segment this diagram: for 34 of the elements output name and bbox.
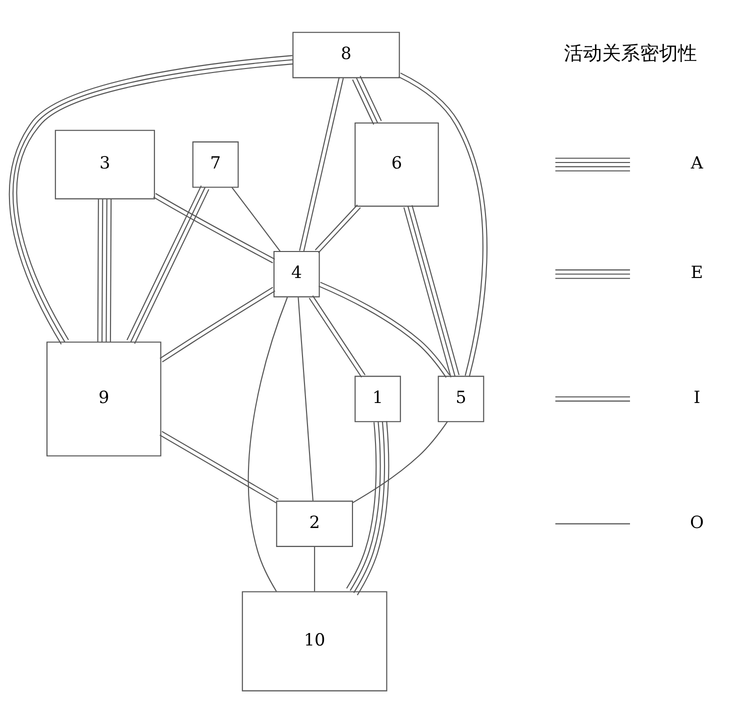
connector: [160, 286, 276, 362]
connector: [299, 76, 344, 252]
node-box: 1: [354, 375, 401, 422]
node-box: 9: [46, 341, 162, 456]
node-box: 10: [242, 590, 388, 691]
legend-label: I: [694, 386, 700, 406]
connector: [314, 546, 316, 591]
connector: [398, 72, 488, 376]
connector: [248, 296, 288, 592]
node-box: 6: [354, 122, 439, 206]
connector: [314, 204, 361, 253]
connector: [126, 184, 210, 344]
node-box: 7: [192, 140, 239, 188]
connector: [403, 204, 460, 377]
legend-label: O: [690, 511, 704, 532]
connector: [160, 430, 279, 503]
node-box: 2: [276, 500, 353, 546]
legend-label: E: [690, 262, 704, 282]
label: 活动关系密切性: [564, 42, 698, 64]
connector: [352, 75, 382, 124]
connector: [308, 294, 366, 378]
node-box: 3: [54, 129, 155, 199]
connector: [346, 420, 390, 595]
connector: [153, 192, 276, 263]
connector: [8, 54, 294, 344]
node-box: 5: [438, 375, 484, 422]
node-box: 8: [292, 31, 400, 78]
legend-label: A: [690, 152, 704, 172]
node-box: 4: [273, 250, 320, 297]
connector: [232, 186, 281, 252]
connector: [318, 281, 450, 378]
connector: [352, 420, 448, 503]
connector: [298, 296, 314, 500]
connector: [97, 198, 112, 342]
